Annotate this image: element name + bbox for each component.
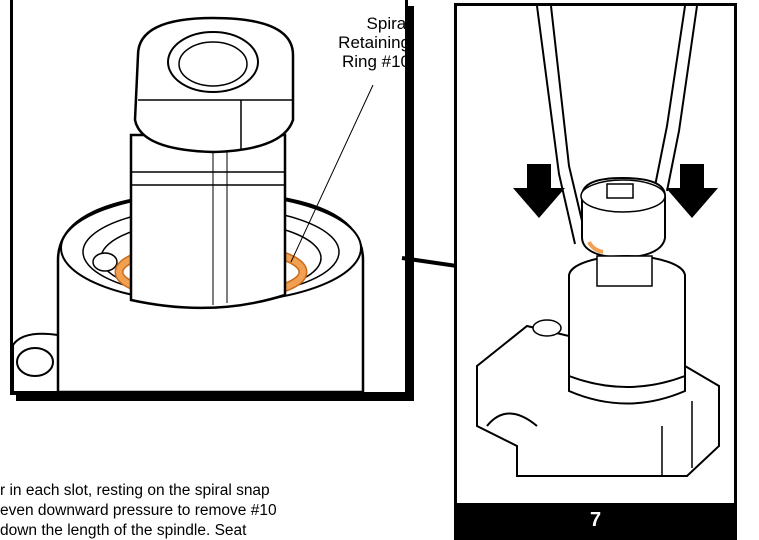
- detail-view-panel: [10, 0, 408, 395]
- spindle-detail-drawing: [13, 16, 374, 392]
- figure-panel: [454, 3, 737, 509]
- callout-line-1: Spiral: [366, 14, 410, 33]
- callout-line-2: Retaining: [338, 33, 410, 52]
- instruction-line-1: r in each slot, resting on the spiral sn…: [0, 482, 270, 499]
- left-down-arrow: [513, 164, 565, 218]
- figure-number-bar: [454, 503, 737, 540]
- callout-line-3: Ring #10: [341, 52, 410, 71]
- ring-callout-label: Spiral Retaining Ring #10: [290, 14, 410, 71]
- instruction-line-2: even downward pressure to remove #10: [0, 502, 277, 519]
- pliers-assembly-drawing: [476, 6, 720, 477]
- figure-number: 7: [589, 509, 602, 531]
- instruction-line-3: down the length of the spindle. Seat: [0, 522, 247, 539]
- right-down-arrow: [666, 164, 718, 218]
